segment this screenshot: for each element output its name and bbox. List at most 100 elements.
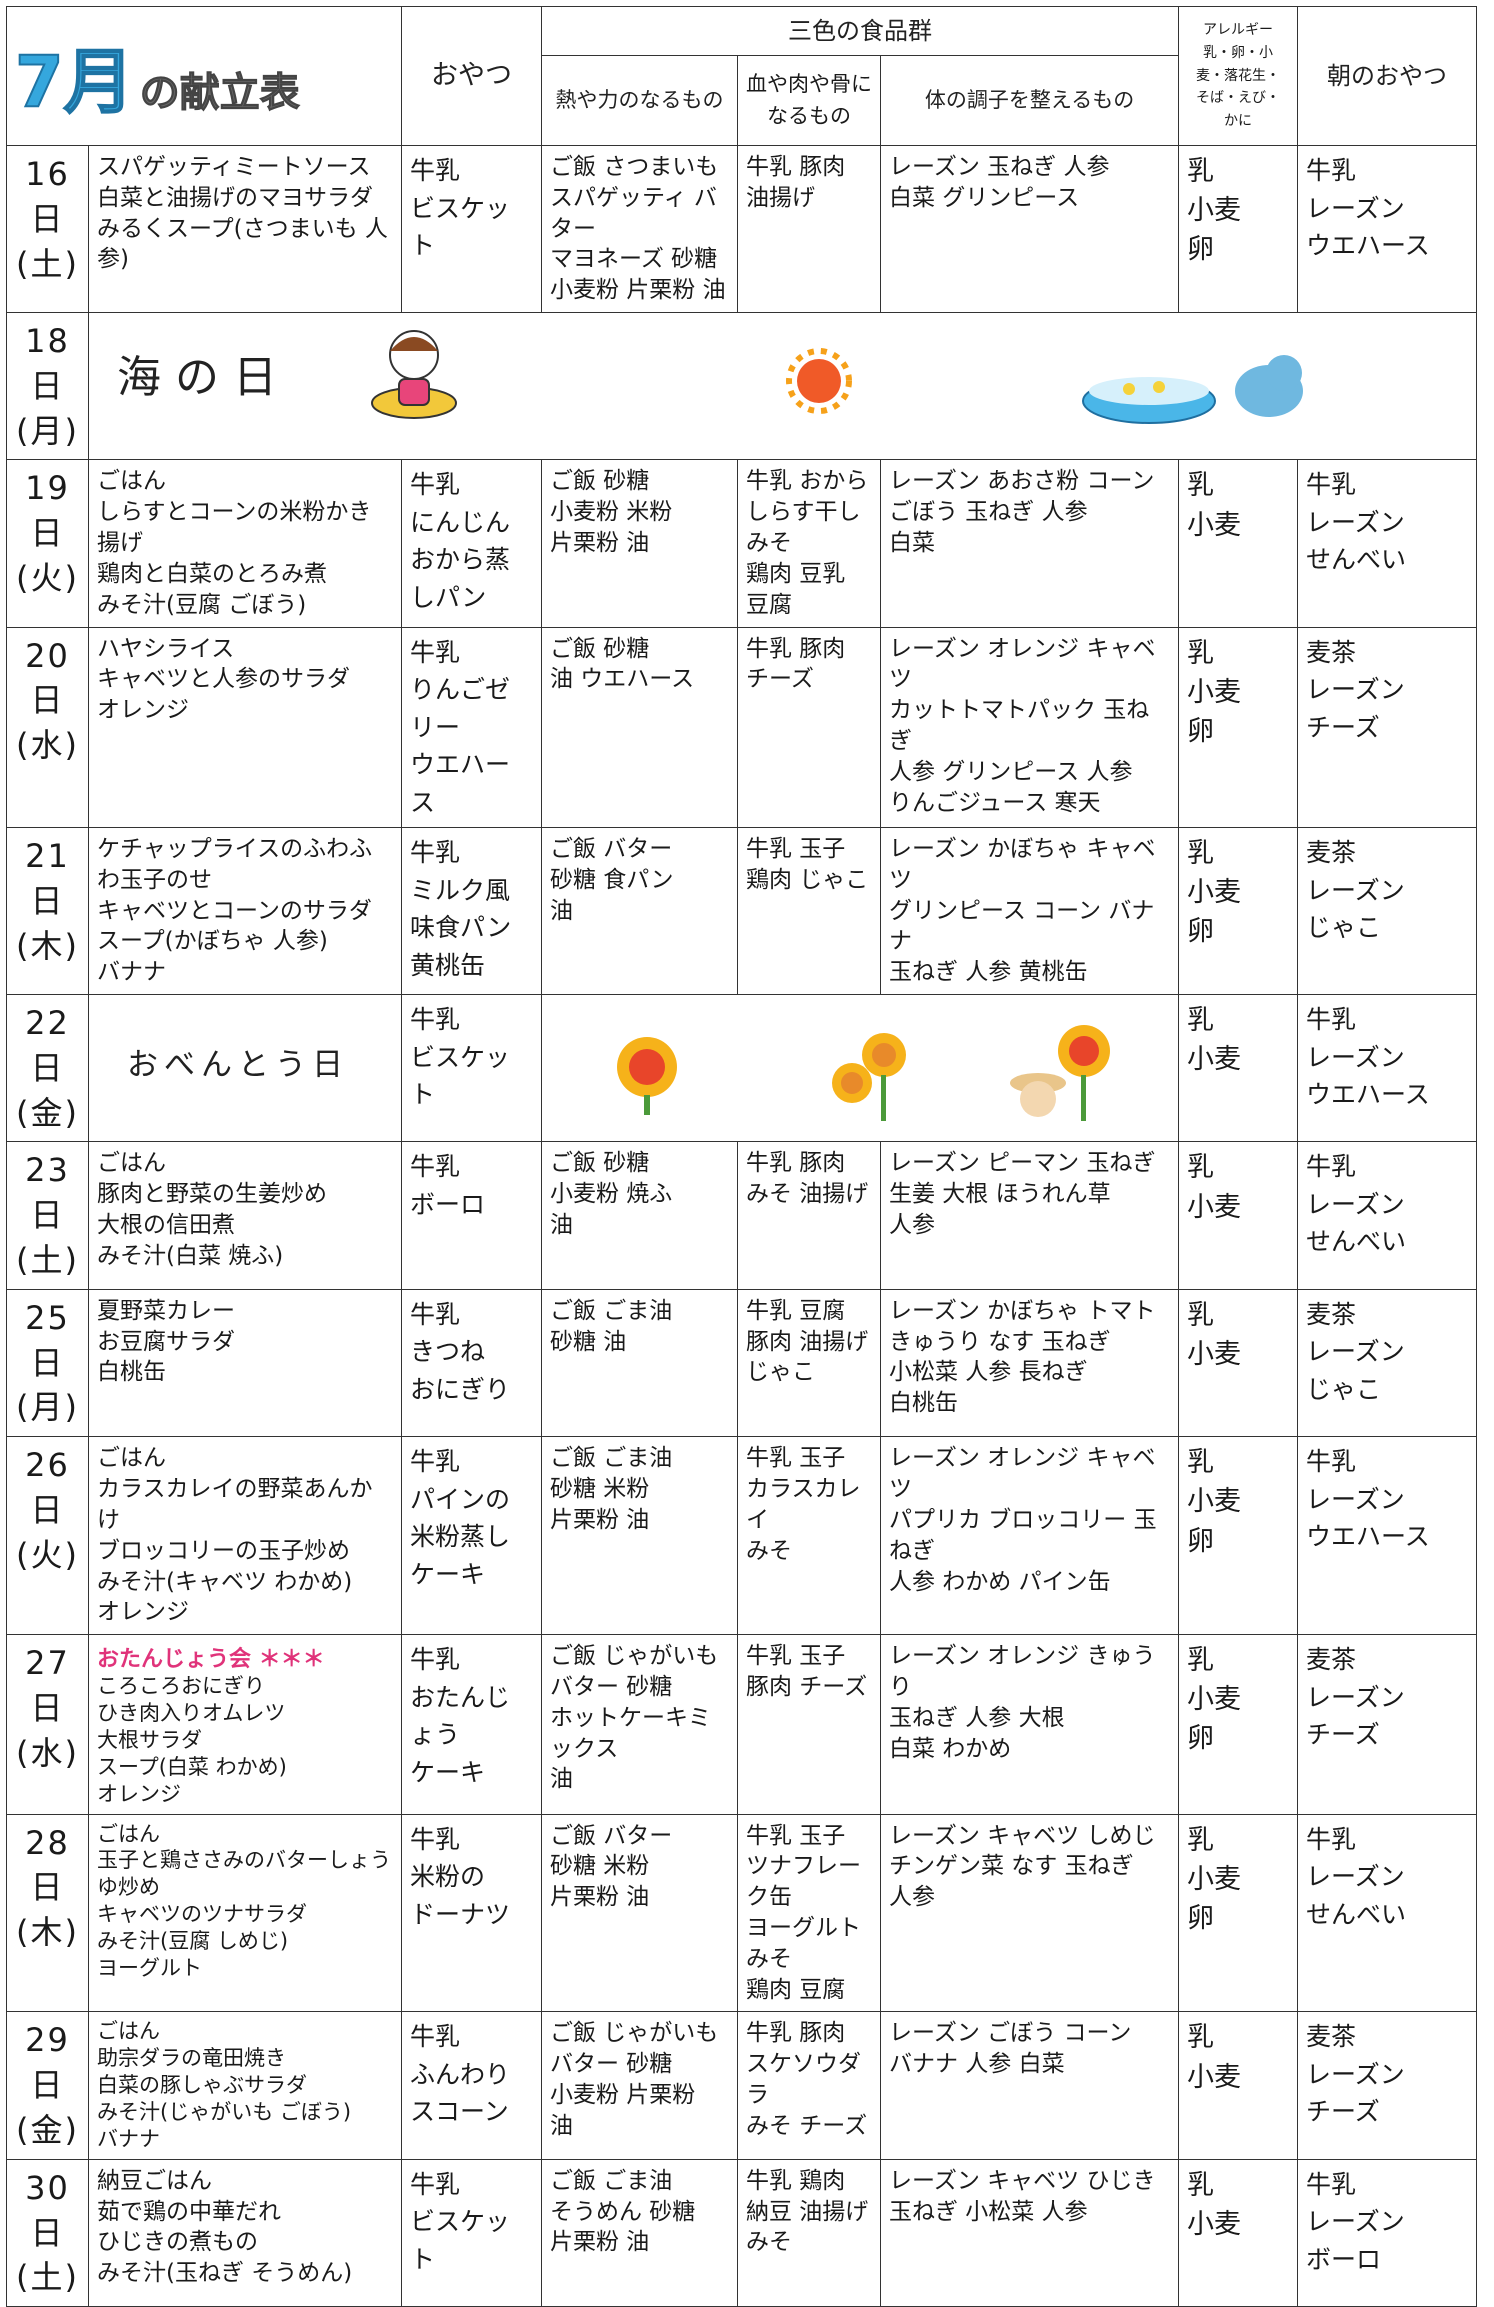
- blood-cell: 牛乳 豚肉 みそ 油揚げ: [737, 1141, 881, 1290]
- morning-snack-cell: 麦茶 レーズン じゃこ: [1297, 1288, 1478, 1438]
- morning-snack-text: 牛乳 レーズン ウエハース: [1306, 1447, 1430, 1552]
- table-row: 30日 (土) 納豆ごはん 茹で鶏の中華だれ ひじきの煮もの みそ汁(玉ねぎ そ…: [6, 2158, 1478, 2307]
- allergy-text: 乳 小麦 卵: [1187, 1447, 1242, 1557]
- table-row: 19日 (火) ごはん しらすとコーンの米粉かき揚げ 鶏肉と白菜のとろみ煮 みそ…: [6, 459, 1478, 628]
- energy-cell: ご飯 バター 砂糖 食パン 油: [541, 827, 738, 996]
- girl-swim-ring-icon: [371, 330, 457, 420]
- table-row: 23日 (土) ごはん 豚肉と野菜の生姜炒め 大根の信田煮 みそ汁(白菜 焼ふ)…: [6, 1141, 1478, 1290]
- morning-snack-text: 麦茶 レーズン じゃこ: [1306, 1299, 1405, 1404]
- sun-icon: [786, 348, 852, 415]
- condition-text: レーズン かぼちゃ キャベツ グリンピース コーン バナナ 玉ねぎ 人参 黄桃缶: [889, 836, 1156, 986]
- morning-snack-cell: 麦茶 レーズン チーズ: [1297, 1634, 1478, 1815]
- snack-text: 牛乳 ビスケット: [410, 2169, 511, 2274]
- blood-cell: 牛乳 玉子 カラスカレイ みそ: [737, 1436, 881, 1636]
- bento-cell: おべんとう日: [88, 994, 402, 1143]
- snack-text: 牛乳 ボーロ: [410, 1152, 486, 1219]
- allergy-text: 乳 小麦: [1187, 1152, 1242, 1223]
- holiday-cell: 海の日: [87, 312, 1478, 461]
- snack-text: 牛乳 にんじん おから蒸しパン: [410, 470, 511, 612]
- date-cell: 22日 (金): [6, 994, 89, 1143]
- condition-text: レーズン 玉ねぎ 人参 白菜 グリンピース: [889, 154, 1110, 211]
- snack-text: 牛乳 ビスケット: [410, 1005, 511, 1110]
- blood-cell: 牛乳 豚肉 油揚げ: [737, 144, 881, 314]
- condition-text: レーズン かぼちゃ トマト きゅうり なす 玉ねぎ 小松菜 人参 長ねぎ 白桃缶: [889, 1297, 1156, 1417]
- snack-cell: 牛乳 ふんわり スコーン: [401, 2011, 542, 2160]
- header-condition: 体の調子を整えるもの: [879, 55, 1180, 146]
- blood-cell: 牛乳 豚肉 チーズ: [737, 626, 881, 829]
- date-cell: 23日 (土): [6, 1141, 89, 1290]
- morning-snack-text: 麦茶 レーズン チーズ: [1306, 637, 1405, 742]
- snack-cell: 牛乳 ビスケット: [401, 994, 542, 1143]
- snack-text: 牛乳 りんごゼリー ウエハース: [410, 637, 511, 817]
- snack-cell: 牛乳 りんごゼリー ウエハース: [401, 626, 542, 829]
- menu-text: ころころおにぎり ひき肉入りオムレツ 大根サラダ スープ(白菜 わかめ) オレン…: [97, 1674, 287, 1806]
- energy-text: ご飯 ごま油 砂糖 油: [550, 1297, 673, 1355]
- blood-text: 牛乳 玉子 鶏肉 じゃこ: [746, 836, 869, 893]
- condition-cell: レーズン あおさ粉 コーン ごぼう 玉ねぎ 人参 白菜: [879, 459, 1180, 628]
- title-rest: の献立表: [139, 69, 300, 116]
- header-blood: 血や肉や骨に なるもの: [737, 55, 881, 146]
- header-allergy-label: アレルギー 乳・卵・小 麦・落花生・ そば・えび・ かに: [1196, 22, 1281, 130]
- table-row: 20日 (水) ハヤシライス キャベツと人参のサラダ オレンジ 牛乳 りんごゼリ…: [6, 626, 1478, 829]
- allergy-cell: 乳 小麦 卵: [1178, 1634, 1299, 1815]
- condition-text: レーズン キャベツ ひじき 玉ねぎ 小松菜 人参: [889, 2167, 1156, 2225]
- morning-snack-cell: 牛乳 レーズン せんべい: [1297, 459, 1478, 628]
- energy-text: ご飯 砂糖 油 ウエハース: [550, 635, 695, 693]
- snack-text: 牛乳 ミルク風味食パン 黄桃缶: [410, 838, 512, 980]
- header-morning-snack-label: 朝のおやつ: [1327, 61, 1448, 90]
- menu-cell: 夏野菜カレー お豆腐サラダ 白桃缶: [88, 1288, 402, 1438]
- morning-snack-text: 牛乳 レーズン せんべい: [1306, 1152, 1407, 1257]
- energy-text: ご飯 じゃがいも バター 砂糖 ホットケーキミックス 油: [550, 1643, 719, 1793]
- header-snack-label: おやつ: [431, 59, 512, 91]
- blood-text: 牛乳 おから しらす干し みそ 鶏肉 豆乳 豆腐: [746, 468, 869, 618]
- date-label: 18日 (月): [16, 322, 79, 450]
- morning-snack-cell: 麦茶 レーズン チーズ: [1297, 2011, 1478, 2160]
- blood-text: 牛乳 玉子 ツナフレーク缶 ヨーグルト みそ 鶏肉 豆腐: [746, 1822, 861, 2003]
- allergy-cell: 乳 小麦: [1178, 459, 1299, 628]
- condition-cell: レーズン キャベツ ひじき 玉ねぎ 小松菜 人参: [879, 2158, 1180, 2307]
- title-cell: 7月の献立表: [6, 6, 402, 146]
- morning-snack-cell: 麦茶 レーズン じゃこ: [1297, 827, 1478, 996]
- energy-cell: ご飯 砂糖 小麦粉 米粉 片栗粉 油: [541, 459, 738, 628]
- menu-cell: ごはん 助宗ダラの竜田焼き 白菜の豚しゃぶサラダ みそ汁(じゃがいも ごぼう) …: [88, 2011, 402, 2160]
- date-cell: 21日 (木): [6, 827, 89, 996]
- menu-text: 納豆ごはん 茹で鶏の中華だれ ひじきの煮もの みそ汁(玉ねぎ そうめん): [97, 2167, 353, 2287]
- condition-cell: レーズン オレンジ キャベツ カットトマトパック 玉ねぎ 人参 グリンピース 人…: [879, 626, 1180, 829]
- energy-cell: ご飯 じゃがいも バター 砂糖 ホットケーキミックス 油: [541, 1634, 738, 1815]
- table-row: 18日 (月) 海の日: [6, 312, 1478, 461]
- allergy-text: 乳 小麦: [1187, 470, 1242, 541]
- date-cell: 30日 (土): [6, 2158, 89, 2307]
- snack-text: 牛乳 おたんじょう ケーキ: [410, 1645, 511, 1787]
- menu-cell: ごはん 玉子と鶏ささみのバターしょうゆ炒め キャベツのツナサラダ みそ汁(豆腐 …: [88, 1813, 402, 2013]
- allergy-cell: 乳 小麦: [1178, 2158, 1299, 2307]
- blood-cell: 牛乳 玉子 鶏肉 じゃこ: [737, 827, 881, 996]
- menu-text: ごはん 豚肉と野菜の生姜炒め 大根の信田煮 みそ汁(白菜 焼ふ): [97, 1150, 327, 1269]
- blood-text: 牛乳 玉子 カラスカレイ みそ: [746, 1445, 861, 1564]
- menu-text: ごはん 玉子と鶏ささみのバターしょうゆ炒め キャベツのツナサラダ みそ汁(豆腐 …: [97, 1821, 391, 1980]
- table-row: 22日 (金) おべんとう日 牛乳 ビスケット: [6, 994, 1478, 1143]
- date-cell: 20日 (水): [6, 626, 89, 829]
- title-month: 7月: [14, 40, 135, 124]
- energy-text: ご飯 砂糖 小麦粉 米粉 片栗粉 油: [550, 468, 673, 557]
- energy-text: ご飯 ごま油 砂糖 米粉 片栗粉 油: [550, 1445, 673, 1533]
- allergy-cell: 乳 小麦 卵: [1178, 1436, 1299, 1636]
- date-label: 29日 (金): [16, 2021, 79, 2149]
- energy-cell: ご飯 ごま油 そうめん 砂糖 片栗粉 油: [541, 2158, 738, 2307]
- morning-snack-cell: 牛乳 レーズン ボーロ: [1297, 2158, 1478, 2307]
- menu-text: ごはん 助宗ダラの竜田焼き 白菜の豚しゃぶサラダ みそ汁(じゃがいも ごぼう) …: [97, 2019, 352, 2151]
- snack-cell: 牛乳 パインの 米粉蒸しケーキ: [401, 1436, 542, 1636]
- snack-cell: 牛乳 にんじん おから蒸しパン: [401, 459, 542, 628]
- morning-snack-text: 麦茶 レーズン チーズ: [1306, 2022, 1405, 2127]
- morning-snack-cell: 牛乳 レーズン ウエハース: [1297, 144, 1478, 314]
- snack-text: 牛乳 ビスケット: [410, 156, 511, 260]
- sunflower-icon: [617, 1037, 677, 1116]
- blood-text: 牛乳 豚肉 スケソウダラ みそ チーズ: [746, 2020, 868, 2139]
- menu-cell: ごはん しらすとコーンの米粉かき揚げ 鶏肉と白菜のとろみ煮 みそ汁(豆腐 ごぼう…: [88, 459, 402, 628]
- blood-cell: 牛乳 豚肉 スケソウダラ みそ チーズ: [737, 2011, 881, 2160]
- pool-elephant-icon: [1082, 355, 1303, 425]
- snack-text: 牛乳 パインの 米粉蒸しケーキ: [410, 1447, 511, 1589]
- snack-cell: 牛乳 きつね おにぎり: [401, 1288, 542, 1438]
- date-label: 26日 (火): [16, 1446, 79, 1574]
- menu-text: ごはん カラスカレイの野菜あんかけ ブロッコリーの玉子炒め みそ汁(キャベツ わ…: [97, 1445, 373, 1626]
- morning-snack-cell: 牛乳 レーズン せんべい: [1297, 1813, 1478, 2013]
